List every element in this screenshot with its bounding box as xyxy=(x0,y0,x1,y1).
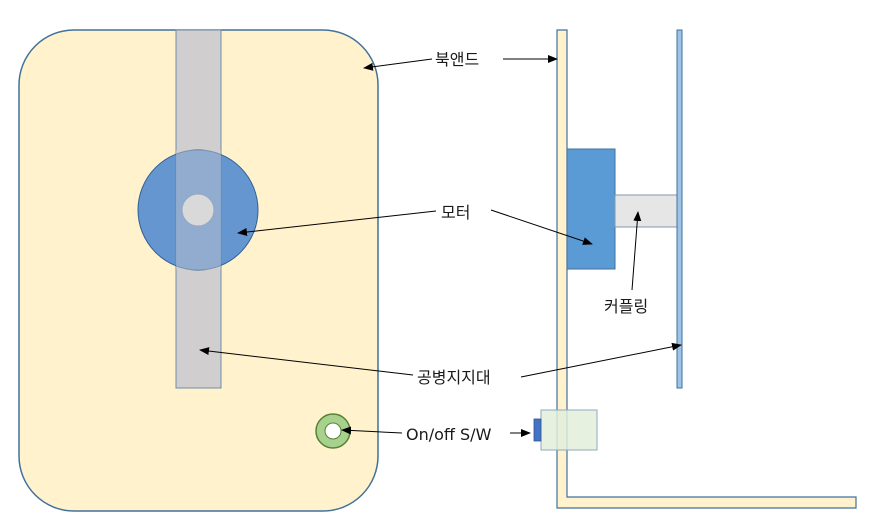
side-switch-button xyxy=(533,418,542,442)
label-motor: 모터 xyxy=(441,203,470,222)
label-bottle-support: 공병지지대 xyxy=(417,368,491,387)
side-coupling-shaft xyxy=(614,194,679,228)
arrow-support-front xyxy=(199,347,414,376)
front-motor-shaft xyxy=(181,193,215,227)
arrow-coupling xyxy=(631,211,642,291)
arrow-motor-front xyxy=(237,210,437,236)
arrow-bookend-front xyxy=(363,58,433,71)
front-switch-center xyxy=(324,422,342,440)
side-switch-box xyxy=(540,409,598,451)
side-bookend-profile xyxy=(556,29,857,509)
label-coupling: 커플링 xyxy=(604,297,648,316)
arrow-motor-side xyxy=(490,209,593,245)
arrow-support-side xyxy=(520,342,682,378)
arrow-switch-front xyxy=(341,426,403,435)
label-bookend: 북앤드 xyxy=(435,50,479,69)
side-motor-block xyxy=(566,148,616,270)
side-support-plate xyxy=(676,29,683,389)
label-onoff-switch: On/off S/W xyxy=(406,425,492,444)
